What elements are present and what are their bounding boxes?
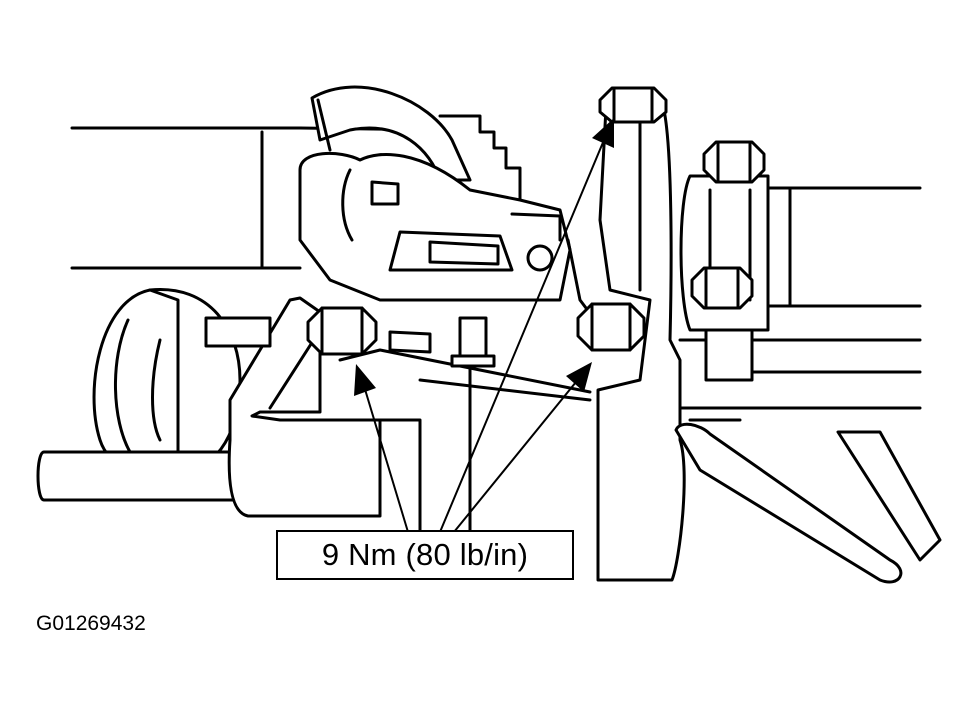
- curved-arm: [310, 85, 472, 182]
- hex-bolt-top: [598, 86, 668, 124]
- torque-label: 9 Nm (80 lb/in): [321, 537, 529, 572]
- arrow-head-center: [566, 362, 592, 392]
- lower-right-rails: [674, 418, 942, 584]
- stud-fittings: [204, 316, 496, 368]
- central-bracket: [298, 114, 572, 302]
- torque-callout: 9 Nm (80 lb/in): [276, 530, 574, 580]
- figure-code: G01269432: [36, 612, 146, 635]
- hex-bolt-lower-right: [690, 266, 754, 310]
- lower-casting: [227, 296, 592, 532]
- arrow-head-top: [592, 118, 614, 148]
- right-housing: [566, 106, 686, 582]
- shaft-rod: [36, 450, 242, 502]
- hex-bolt-upper-right: [702, 140, 766, 184]
- leader-arrows: [354, 118, 614, 533]
- arrow-head-left: [354, 364, 376, 396]
- hex-bolt-left: [306, 306, 378, 356]
- hex-bolt-center: [576, 302, 646, 352]
- right-frame-rails: [678, 186, 922, 410]
